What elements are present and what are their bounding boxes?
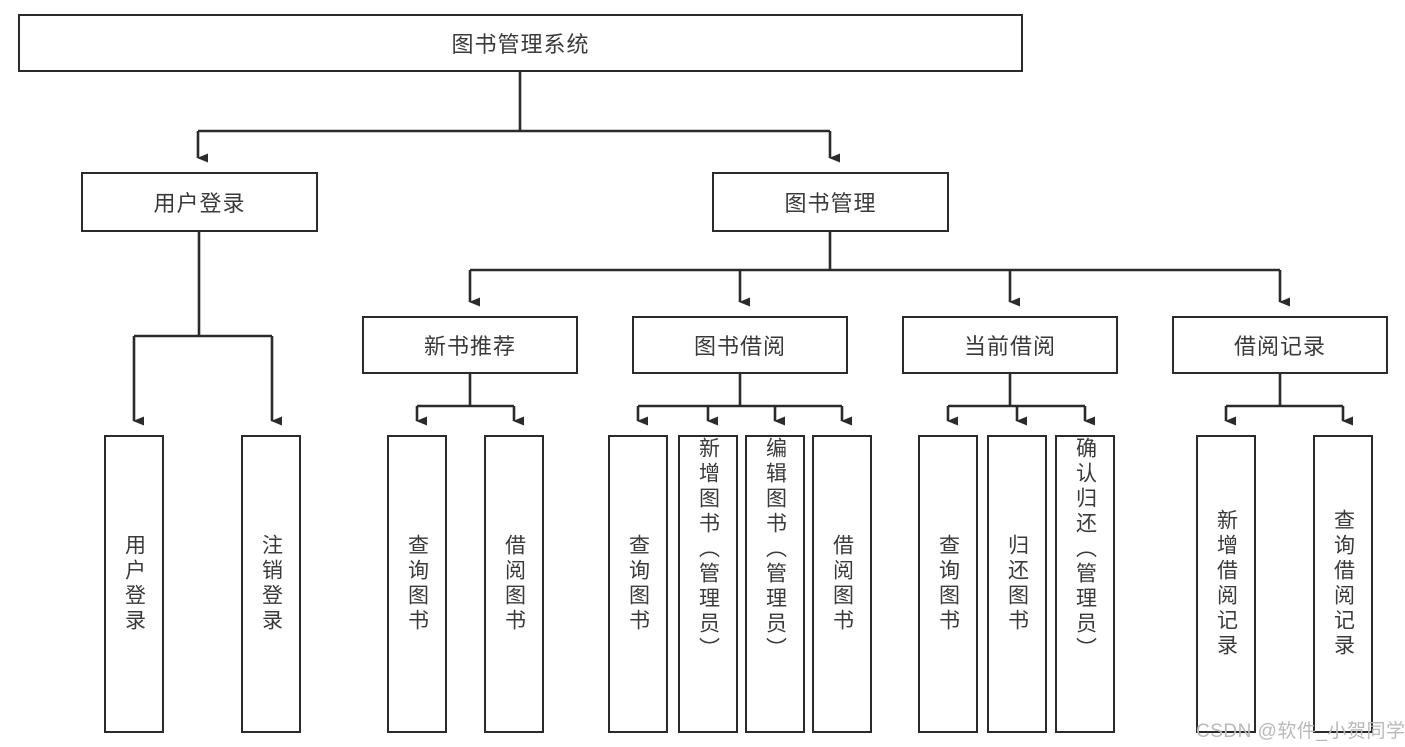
node-current-borrow[interactable]: 当前借阅: [902, 316, 1118, 374]
node-edit-book-admin[interactable]: 编辑图书（管理员）: [745, 435, 805, 733]
node-root[interactable]: 图书管理系统: [18, 14, 1023, 72]
node-user-logout-action[interactable]: 注销登录: [241, 435, 301, 733]
node-borrow-record[interactable]: 借阅记录: [1172, 316, 1388, 374]
node-user-login-action[interactable]: 用户登录: [104, 435, 164, 733]
node-label: 归还图书: [1005, 534, 1029, 634]
node-query-book-3[interactable]: 查询图书: [918, 435, 978, 733]
node-label: 图书管理系统: [451, 32, 590, 57]
node-label: 注销登录: [259, 534, 283, 634]
csdn-watermark: CSDN @软件_小贺同学: [1196, 716, 1405, 743]
node-label: 用户登录: [153, 191, 246, 216]
node-query-book-2[interactable]: 查询图书: [608, 435, 668, 733]
node-label: 查询图书: [936, 534, 960, 634]
node-label: 借阅记录: [1233, 334, 1326, 359]
node-label: 图书借阅: [693, 334, 786, 359]
node-book-borrow[interactable]: 图书借阅: [632, 316, 848, 374]
node-user-login[interactable]: 用户登录: [81, 172, 318, 232]
node-label: 查询图书: [626, 534, 650, 634]
node-label: 借阅图书: [502, 534, 526, 634]
node-label: 查询借阅记录: [1331, 509, 1355, 659]
node-label: 新书推荐: [423, 334, 516, 359]
node-label: 当前借阅: [963, 334, 1056, 359]
node-label: 借阅图书: [830, 534, 854, 634]
node-label: 新增借阅记录: [1214, 509, 1238, 659]
node-label: 图书管理: [784, 191, 877, 216]
node-query-book-1[interactable]: 查询图书: [387, 435, 447, 733]
node-add-borrow-record[interactable]: 新增借阅记录: [1196, 435, 1256, 733]
node-label: 确认归还（管理员）: [1073, 437, 1097, 662]
node-label: 新增图书（管理员）: [696, 437, 720, 662]
node-add-book-admin[interactable]: 新增图书（管理员）: [678, 435, 738, 733]
watermark-text: CSDN @软件_小贺同学: [1196, 721, 1405, 742]
node-return-book[interactable]: 归还图书: [987, 435, 1047, 733]
node-book-manage[interactable]: 图书管理: [712, 172, 949, 232]
node-borrow-book-2[interactable]: 借阅图书: [812, 435, 872, 733]
node-label: 用户登录: [122, 534, 146, 634]
node-label: 查询图书: [405, 534, 429, 634]
node-query-borrow-record[interactable]: 查询借阅记录: [1313, 435, 1373, 733]
node-confirm-return-admin[interactable]: 确认归还（管理员）: [1055, 435, 1115, 733]
node-new-book-recommend[interactable]: 新书推荐: [362, 316, 578, 374]
node-label: 编辑图书（管理员）: [763, 437, 787, 662]
node-borrow-book-1[interactable]: 借阅图书: [484, 435, 544, 733]
